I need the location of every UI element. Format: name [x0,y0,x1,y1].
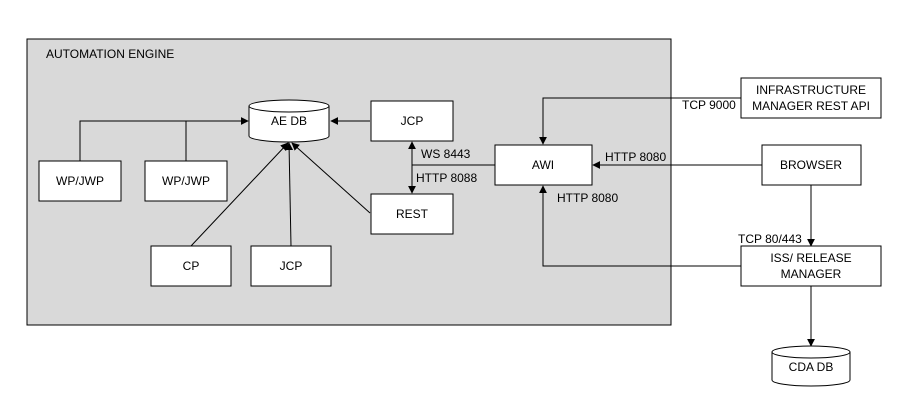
rest-node: REST [370,193,454,235]
cda-db-label: CDA DB [789,360,834,374]
rest-box [370,193,454,235]
http-8080-iss-label: HTTP 8080 [557,191,618,205]
rest-to-ae-db-edge [291,142,371,214]
iss-release-manager-label-line2: MANAGER [781,267,842,281]
wp-jwp-1-label: WP/JWP [56,174,104,188]
jcp-bottom-label: JCP [280,259,303,273]
wp-jwp-1-box [38,160,122,202]
external-connectors [539,97,815,347]
wp-jwp-2-node: WP/JWP [144,160,228,202]
iss-to-awi-edge [539,185,741,267]
jcp-bottom-node: JCP [250,245,332,287]
wp-jwp-1-node: WP/JWP [38,160,122,202]
cp-to-ae-db-edge [190,142,289,247]
ae-db-node: AE DB [248,99,330,143]
awi-node: AWI [494,144,593,186]
cda-db-node: CDA DB [771,345,851,387]
cp-box [150,245,232,287]
awi-box [494,144,593,186]
cda-db-cylinder-top [771,345,851,359]
cp-label: CP [183,259,200,273]
iss-release-manager-box [740,245,882,287]
awi-label: AWI [532,158,554,172]
infrastructure-manager-node: INFRASTRUCTURE MANAGER REST API [740,77,882,119]
ae-db-label: AE DB [271,114,307,128]
infrastructure-manager-label-line1: INFRASTRUCTURE [756,83,866,97]
ae-db-cylinder-top [248,99,330,113]
jcp-top-label: JCP [401,114,424,128]
wp-jwp-2-label: WP/JWP [162,174,210,188]
http-8080-browser-label: HTTP 8080 [605,150,666,164]
browser-box [761,144,862,186]
infrastructure-manager-box [740,77,882,119]
jcp-bottom-box [250,245,332,287]
rest-label: REST [396,207,429,221]
tcp-80-443-label: TCP 80/443 [738,232,802,246]
tcp-9000-label: TCP 9000 [682,98,736,112]
jcp-top-node: JCP [370,100,454,142]
ae-db-cylinder-body [248,106,330,143]
cp-node: CP [150,245,232,287]
ws-8443-label: WS 8443 [421,147,471,161]
iss-release-manager-label-line1: ISS/ RELEASE [770,251,851,265]
wp-jwp-1-to-ae-db-edge [79,120,186,161]
browser-label: BROWSER [780,158,842,172]
automation-engine-title: AUTOMATION ENGINE [46,47,174,61]
wp-jwp-2-box [144,160,228,202]
jcp-top-box [370,100,454,142]
iss-release-manager-node: ISS/ RELEASE MANAGER [740,245,882,287]
infra-to-awi-edge [539,97,741,145]
jcp-bottom-to-ae-db-edge [285,142,294,247]
infrastructure-manager-label-line2: MANAGER REST API [752,99,870,113]
browser-node: BROWSER [761,144,862,186]
engine-connectors [79,117,495,247]
http-8088-label: HTTP 8088 [416,171,477,185]
cda-db-cylinder-body [771,352,851,387]
